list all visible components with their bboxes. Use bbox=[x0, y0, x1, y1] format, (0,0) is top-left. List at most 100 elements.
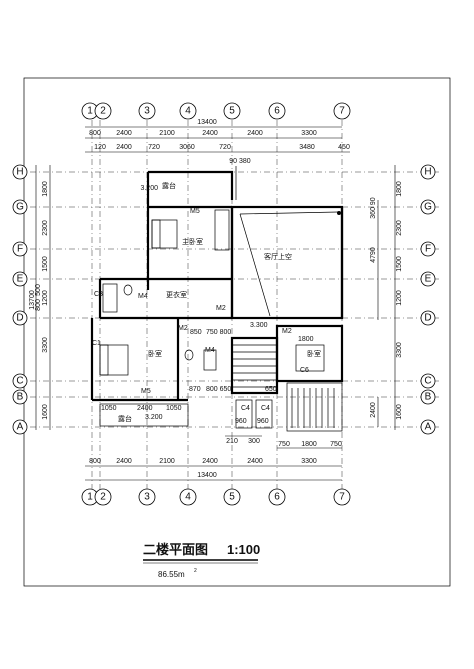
svg-text:A: A bbox=[425, 422, 432, 433]
svg-text:650: 650 bbox=[265, 386, 277, 393]
svg-text:2400: 2400 bbox=[202, 130, 218, 137]
svg-text:M4: M4 bbox=[138, 293, 148, 300]
svg-text:300: 300 bbox=[248, 438, 260, 445]
svg-text:1800: 1800 bbox=[42, 181, 49, 197]
svg-text:1200: 1200 bbox=[396, 290, 403, 306]
bedroom-right-label: 卧室 bbox=[307, 349, 321, 358]
svg-text:M5: M5 bbox=[141, 388, 151, 395]
svg-text:C3: C3 bbox=[94, 291, 103, 298]
svg-text:7: 7 bbox=[339, 106, 345, 117]
svg-text:1200: 1200 bbox=[42, 290, 49, 306]
svg-text:4: 4 bbox=[185, 492, 191, 503]
svg-text:M5: M5 bbox=[190, 208, 200, 215]
svg-text:1800: 1800 bbox=[396, 181, 403, 197]
top-axis-bubbles: 1 2 3 4 5 6 7 bbox=[81, 102, 351, 120]
svg-text:13400: 13400 bbox=[197, 472, 217, 479]
svg-text:750: 750 bbox=[278, 441, 290, 448]
bedroom-left-label: 卧室 bbox=[148, 349, 162, 358]
svg-text:C4: C4 bbox=[261, 405, 270, 412]
door-window-tags: M5 M4 M2 M2 M2 M4 M5 C6 C4 C4 C3 C1 bbox=[92, 208, 309, 412]
svg-text:G: G bbox=[424, 202, 432, 213]
svg-text:800: 800 bbox=[35, 299, 42, 311]
svg-text:2400: 2400 bbox=[247, 130, 263, 137]
svg-text:960: 960 bbox=[235, 418, 247, 425]
svg-text:1500: 1500 bbox=[42, 256, 49, 272]
svg-text:4790: 4790 bbox=[370, 247, 377, 263]
svg-text:1500: 1500 bbox=[396, 256, 403, 272]
svg-text:M2: M2 bbox=[282, 328, 292, 335]
left-axis-bubbles: H G F E D C B A bbox=[12, 164, 28, 435]
terrace-bottom-elev: 3.200 bbox=[145, 414, 163, 421]
svg-text:720: 720 bbox=[148, 144, 160, 151]
svg-text:D: D bbox=[16, 313, 23, 324]
svg-text:2300: 2300 bbox=[396, 220, 403, 236]
svg-text:800 650: 800 650 bbox=[206, 386, 231, 393]
svg-text:2400: 2400 bbox=[247, 458, 263, 465]
svg-text:2400: 2400 bbox=[202, 458, 218, 465]
svg-text:2100: 2100 bbox=[159, 130, 175, 137]
svg-text:A: A bbox=[17, 422, 24, 433]
svg-text:E: E bbox=[425, 274, 432, 285]
svg-text:2400: 2400 bbox=[116, 458, 132, 465]
svg-text:750: 750 bbox=[330, 441, 342, 448]
svg-text:800: 800 bbox=[89, 458, 101, 465]
svg-text:7: 7 bbox=[339, 492, 345, 503]
drawing-scale: 1:100 bbox=[227, 542, 260, 557]
svg-text:870: 870 bbox=[189, 386, 201, 393]
svg-text:M2: M2 bbox=[178, 325, 188, 332]
svg-text:1800: 1800 bbox=[301, 441, 317, 448]
drawing-frame bbox=[23, 77, 451, 587]
svg-text:1: 1 bbox=[87, 492, 93, 503]
svg-text:2400: 2400 bbox=[116, 144, 132, 151]
svg-text:H: H bbox=[424, 167, 431, 178]
drawing-title: 二楼平面图 bbox=[143, 542, 208, 557]
svg-text:M2: M2 bbox=[216, 305, 226, 312]
svg-text:750 800: 750 800 bbox=[206, 329, 231, 336]
inner-dimensions: 850 750 800 870 800 650 1050 2400 1050 9… bbox=[101, 329, 314, 425]
svg-text:3: 3 bbox=[144, 492, 150, 503]
svg-text:1800: 1800 bbox=[298, 336, 314, 343]
left-dimensions: 13700 1800 2300 1500 1200 3300 1600 800 … bbox=[29, 165, 51, 430]
svg-text:13700: 13700 bbox=[29, 290, 36, 310]
bottom-axis-bubbles: 1 2 3 4 5 6 7 bbox=[81, 488, 351, 506]
stair-elev: 3.300 bbox=[250, 322, 268, 329]
svg-text:B: B bbox=[17, 392, 24, 403]
svg-text:1600: 1600 bbox=[42, 404, 49, 420]
terrace-top-elev: 3.200 bbox=[140, 185, 158, 192]
svg-text:C4: C4 bbox=[241, 405, 250, 412]
bottom-dimensions: 210 300 750 1800 750 800 2400 2100 2400 … bbox=[85, 435, 342, 481]
floor-area: 86.55m bbox=[158, 570, 185, 579]
svg-text:850: 850 bbox=[190, 329, 202, 336]
svg-text:720: 720 bbox=[219, 144, 231, 151]
svg-text:960: 960 bbox=[257, 418, 269, 425]
svg-text:1050: 1050 bbox=[166, 405, 182, 412]
floor-area-unit-sup: 2 bbox=[194, 568, 197, 574]
drawing-title-block: 二楼平面图 1:100 86.55m 2 bbox=[143, 542, 260, 579]
svg-text:800: 800 bbox=[89, 130, 101, 137]
right-dimensions: 1800 2300 1500 1200 3300 1600 4790 360 9… bbox=[370, 165, 403, 430]
master-bedroom-label: 主卧室 bbox=[182, 237, 203, 246]
terrace-bottom-label: 露台 bbox=[118, 414, 132, 423]
svg-text:3: 3 bbox=[144, 106, 150, 117]
svg-text:B: B bbox=[425, 392, 432, 403]
svg-text:D: D bbox=[424, 313, 431, 324]
svg-text:500: 500 bbox=[35, 284, 42, 296]
svg-text:F: F bbox=[17, 244, 23, 255]
svg-text:2400: 2400 bbox=[370, 402, 377, 418]
svg-text:5: 5 bbox=[229, 106, 235, 117]
dressing-room-label: 更衣室 bbox=[166, 290, 187, 299]
svg-text:450: 450 bbox=[338, 144, 350, 151]
svg-text:3300: 3300 bbox=[301, 130, 317, 137]
svg-text:M4: M4 bbox=[205, 347, 215, 354]
svg-text:4: 4 bbox=[185, 106, 191, 117]
svg-text:F: F bbox=[425, 244, 431, 255]
svg-text:3300: 3300 bbox=[301, 458, 317, 465]
svg-text:C: C bbox=[424, 376, 431, 387]
top-dimensions: 13400 800 2400 2100 2400 2400 3300 120 2… bbox=[85, 119, 350, 165]
svg-text:360 90: 360 90 bbox=[370, 197, 377, 219]
furniture bbox=[99, 209, 341, 429]
living-void-label: 客厅上空 bbox=[264, 252, 292, 261]
svg-text:G: G bbox=[16, 202, 24, 213]
svg-text:6: 6 bbox=[274, 106, 280, 117]
svg-text:13400: 13400 bbox=[197, 119, 217, 126]
